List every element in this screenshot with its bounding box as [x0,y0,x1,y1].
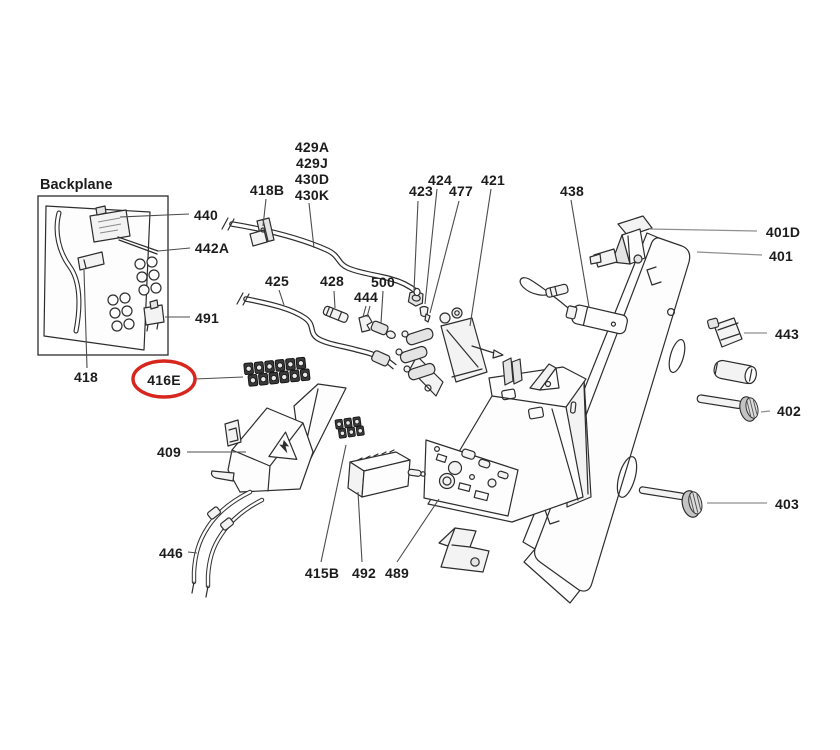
part-label-443[interactable]: 443 [775,326,799,342]
part-label-491[interactable]: 491 [195,310,219,326]
switch-440-drawing [89,205,131,243]
switch-443-drawing [706,317,743,348]
pcb-489-drawing [423,439,519,517]
bracket-401d-drawing [589,215,653,268]
gas-valve-drawing [395,290,504,397]
lower-tube-drawing [236,292,397,370]
part-label-409[interactable]: 409 [157,444,181,460]
leader-lines [83,188,771,563]
knob-shaft-402-drawing [696,394,762,424]
part-label-401[interactable]: 401 [769,248,793,264]
part-label-402[interactable]: 402 [777,403,801,419]
part-label-416e[interactable]: 416E [147,372,181,388]
part-label-438[interactable]: 438 [560,183,584,199]
part-label-446[interactable]: 446 [159,545,183,561]
foot-bracket-drawing [438,527,490,573]
part-label-403[interactable]: 403 [775,496,799,512]
rod-442a-drawing [117,236,159,255]
part-label-430k[interactable]: 430K [294,187,330,203]
upper-tube-drawing [221,217,421,297]
part-label-401d[interactable]: 401D [765,224,801,240]
connector-block-drawing [134,256,162,296]
part-label-418b[interactable]: 418B [249,182,285,198]
part-label-442a[interactable]: 442A [194,240,230,256]
fitting-500-drawing [370,320,396,339]
part-label-418[interactable]: 418 [74,369,98,385]
inset-title: Backplane [40,177,113,193]
part-label-489[interactable]: 489 [385,565,409,581]
backplane-inset-drawing [37,195,169,356]
highlight-ellipse-416e [131,359,197,399]
part-label-430d[interactable]: 430D [294,171,330,187]
clip-444-drawing [358,314,373,333]
part-label-415b[interactable]: 415B [304,565,340,581]
roller-drawing [713,359,757,385]
part-label-429a[interactable]: 429A [294,139,330,155]
part-label-440[interactable]: 440 [194,207,218,223]
wires-446-drawing [191,489,265,598]
warning-triangle-icon [268,431,298,461]
terminal-block-416e-drawing [243,356,311,387]
connector-block-2-drawing [107,292,135,332]
part-label-425[interactable]: 425 [265,273,289,289]
tube-clamp-418b-drawing [249,217,275,247]
part-label-429j[interactable]: 429J [296,155,328,171]
part-label-421[interactable]: 421 [481,172,505,188]
part-label-428[interactable]: 428 [320,273,344,289]
part-label-500[interactable]: 500 [371,274,395,290]
part-label-444[interactable]: 444 [354,289,378,305]
cover-409-drawing [210,383,347,493]
part-label-477[interactable]: 477 [449,183,473,199]
part-label-424[interactable]: 424 [428,172,452,188]
fitting-428-drawing [322,305,349,323]
connector-415b-drawing [334,416,365,439]
relay-491-drawing [143,299,165,332]
part-label-423[interactable]: 423 [409,183,433,199]
knob-shaft-403-drawing [638,486,706,520]
part-label-492[interactable]: 492 [352,565,376,581]
igniter-drawing [519,277,628,335]
transformer-492-drawing [347,449,426,498]
